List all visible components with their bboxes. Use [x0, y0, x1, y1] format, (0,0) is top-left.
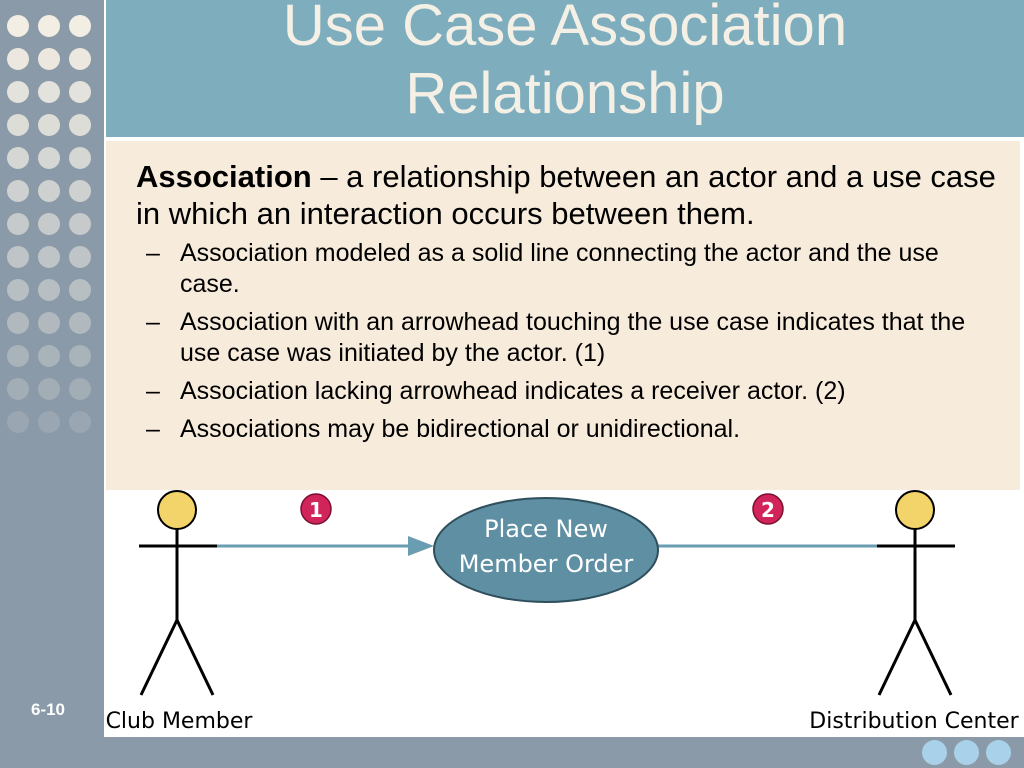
decorative-dot	[7, 411, 29, 433]
footer-dot	[986, 740, 1011, 765]
decorative-dot	[69, 48, 91, 70]
actor-leg-left	[139, 619, 179, 696]
decorative-dot	[7, 114, 29, 136]
decorative-dot	[38, 147, 60, 169]
decorative-dot	[69, 345, 91, 367]
decorative-dot	[38, 246, 60, 268]
decorative-dot	[38, 48, 60, 70]
decorative-dot	[38, 15, 60, 37]
decorative-dot	[38, 180, 60, 202]
title-band	[106, 0, 1024, 137]
decorative-dot	[38, 378, 60, 400]
use-case-label-line-1: Place New	[484, 515, 608, 543]
bullet-dash: –	[146, 377, 160, 405]
decorative-dot	[69, 213, 91, 235]
decorative-dot	[38, 81, 60, 103]
actor-leg-right	[913, 619, 953, 696]
decorative-dot	[7, 378, 29, 400]
use-case-diagram: Place New Member Order 1 2 Club Member D…	[106, 490, 1020, 734]
bullet-item: –Association lacking arrowhead indicates…	[146, 376, 996, 407]
decorative-dot	[38, 213, 60, 235]
decorative-dot	[69, 15, 91, 37]
bullet-dash: –	[146, 239, 160, 267]
decorative-dot	[69, 378, 91, 400]
decorative-dot	[69, 81, 91, 103]
bullet-dash: –	[146, 415, 160, 443]
sidebar: 6-10	[0, 0, 106, 737]
actor-distribution-center	[877, 490, 955, 696]
bullet-item: –Association modeled as a solid line con…	[146, 238, 996, 300]
footer-dot	[954, 740, 979, 765]
actor-head	[157, 490, 197, 530]
decorative-dot	[38, 345, 60, 367]
slide-title: Use Case Association Relationship	[106, 0, 1024, 128]
actor-label-distribution-center: Distribution Center	[809, 709, 1019, 734]
decorative-dot	[69, 279, 91, 301]
bullet-item: –Association with an arrowhead touching …	[146, 307, 996, 369]
footer-dot	[922, 740, 947, 765]
decorative-dot	[69, 180, 91, 202]
bullet-text: Associations may be bidirectional or uni…	[180, 415, 741, 443]
decorative-dot	[69, 114, 91, 136]
decorative-dot	[38, 114, 60, 136]
decorative-dot	[7, 81, 29, 103]
decorative-dot	[7, 147, 29, 169]
decorative-dot	[7, 15, 29, 37]
decorative-dot	[38, 312, 60, 334]
bullet-dash: –	[146, 308, 160, 336]
decorative-dot	[7, 213, 29, 235]
use-case-label-line-2: Member Order	[459, 550, 634, 578]
title-line-2: Relationship	[405, 61, 725, 126]
svg-text:2: 2	[761, 498, 775, 522]
title-divider	[106, 137, 1024, 140]
marker-2: 2	[752, 493, 784, 525]
marker-1: 1	[300, 493, 332, 525]
decorative-dot	[7, 345, 29, 367]
arrowhead-icon	[408, 536, 434, 556]
decorative-dot	[7, 180, 29, 202]
decorative-dot	[69, 246, 91, 268]
actor-club-member	[139, 490, 217, 696]
actor-label-club-member: Club Member	[106, 709, 253, 734]
use-case-ellipse	[433, 497, 659, 603]
decorative-dot	[7, 312, 29, 334]
bullet-text: Association lacking arrowhead indicates …	[180, 377, 846, 405]
title-line-1: Use Case Association	[282, 0, 848, 58]
bullet-text: Association with an arrowhead touching t…	[180, 308, 966, 367]
content-panel	[106, 141, 1020, 490]
decorative-dot	[38, 279, 60, 301]
bullet-text: Association modeled as a solid line conn…	[180, 239, 939, 298]
definition-term: Association	[136, 159, 312, 194]
definition-text: – a relationship between an actor and a …	[136, 159, 996, 231]
actor-leg-left	[877, 619, 917, 696]
decorative-dot	[7, 279, 29, 301]
decorative-dot	[7, 48, 29, 70]
decorative-dot	[69, 411, 91, 433]
actor-leg-right	[175, 619, 215, 696]
svg-text:1: 1	[309, 498, 323, 522]
slide-number: 6-10	[30, 700, 66, 719]
decorative-dot	[38, 411, 60, 433]
actor-head	[895, 490, 935, 530]
bullet-item: –Associations may be bidirectional or un…	[146, 414, 996, 445]
definition-paragraph: Association – a relationship between an …	[136, 158, 996, 232]
footer-bar	[0, 737, 1024, 768]
decorative-dot	[69, 312, 91, 334]
bullet-list: –Association modeled as a solid line con…	[146, 238, 996, 452]
decorative-dot	[69, 147, 91, 169]
decorative-dot	[7, 246, 29, 268]
decorative-dot-grid	[7, 15, 91, 433]
